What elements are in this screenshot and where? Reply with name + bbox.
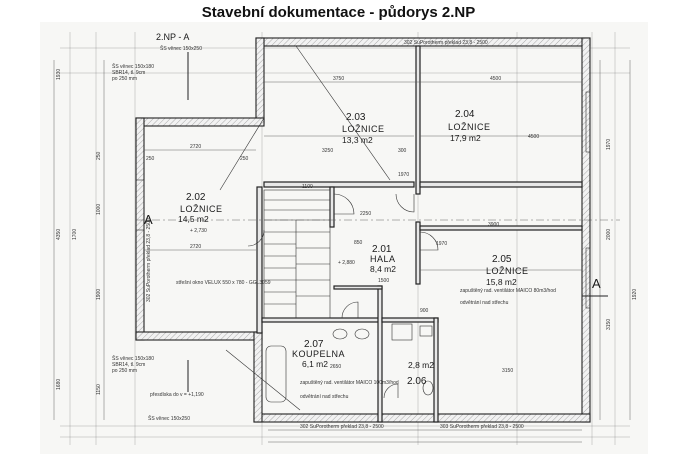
section-mark-right: A [592, 276, 601, 291]
svg-text:1150: 1150 [96, 384, 102, 395]
svg-text:300: 300 [398, 148, 407, 154]
room-area: 14,5 m2 [178, 214, 209, 224]
svg-text:3150: 3150 [606, 319, 612, 330]
bathroom-fixtures [265, 323, 434, 403]
section-line [136, 52, 620, 392]
section-mark-left: A [144, 212, 153, 227]
svg-text:zapuštěný rad. ventilátor MAIC: zapuštěný rad. ventilátor MAICO 100m3/ho… [300, 380, 399, 386]
svg-text:SBR14, tl. 9cm: SBR14, tl. 9cm [112, 70, 145, 76]
page-title: Stavební dokumentace - půdorys 2.NP [201, 4, 476, 21]
dimension-lines [53, 60, 631, 443]
svg-text:3750: 3750 [333, 76, 344, 82]
room-2-03: 2.03 LOŽNICE 13,3 m2 [342, 112, 385, 145]
svg-text:250: 250 [240, 156, 249, 162]
svg-text:1970: 1970 [606, 139, 612, 150]
svg-text:302 SuPorotherm překlad 23,8 -: 302 SuPorotherm překlad 23,8 - 2500 [300, 424, 384, 430]
door-swings [247, 193, 439, 399]
room-level: + 2,730 [190, 228, 207, 234]
room-number: 2.01 [372, 244, 392, 255]
windows [135, 91, 591, 309]
svg-text:odvětrání nad střechu: odvětrání nad střechu [300, 394, 349, 400]
room-number: 2.07 [304, 339, 324, 350]
room-name: KOUPELNA [292, 349, 345, 359]
room-level: + 2,880 [338, 260, 355, 266]
dimension-labels: 3750 4500 2720 2720 250 250 3250 300 197… [56, 69, 638, 395]
svg-text:zapuštěný rad. ventilátor MAIC: zapuštěný rad. ventilátor MAICO 80m3/hod [460, 288, 556, 294]
room-number: 2.03 [346, 112, 366, 123]
svg-text:střešní okno VELUX 550 x 780 -: střešní okno VELUX 550 x 780 - GGL3059 [176, 280, 271, 286]
roof-outline-lines [219, 45, 391, 411]
drawing-sheet [40, 22, 648, 454]
svg-text:1920: 1920 [632, 289, 638, 300]
svg-text:ŠS věnec 150x180: ŠS věnec 150x180 [112, 355, 154, 362]
svg-text:302 SuPorotherm překlad 23,8 -: 302 SuPorotherm překlad 23,8 - 2500 [146, 218, 152, 302]
svg-text:1970: 1970 [436, 241, 447, 247]
room-2-06: 2,8 m2 2.06 [407, 360, 434, 387]
room-number: 2.02 [186, 192, 206, 203]
construction-notes: ŠS věnec 150x250 ŠS věnec 150x180 SBR14,… [112, 40, 556, 430]
room-2-05: 2.05 LOŽNICE 15,8 m2 [486, 254, 529, 287]
svg-text:302 SuPorotherm překlad 23,8 -: 302 SuPorotherm překlad 23,8 - 2500 [404, 40, 488, 46]
svg-text:přesdíska do v = +1,190: přesdíska do v = +1,190 [150, 392, 204, 398]
room-2-07: 2.07 KOUPELNA 6,1 m2 [292, 339, 345, 369]
svg-text:900: 900 [420, 308, 429, 314]
room-name: LOŽNICE [342, 124, 385, 134]
svg-text:1100: 1100 [302, 184, 313, 190]
svg-text:250: 250 [146, 156, 155, 162]
svg-text:4500: 4500 [528, 134, 539, 140]
room-2-04: 2.04 LOŽNICE 17,9 m2 [448, 109, 491, 143]
svg-text:2650: 2650 [330, 364, 341, 370]
svg-text:ŠS věnec 150x180: ŠS věnec 150x180 [112, 63, 154, 70]
svg-text:850: 850 [354, 240, 363, 246]
svg-text:1900: 1900 [96, 289, 102, 300]
svg-text:2000: 2000 [606, 229, 612, 240]
section-header: 2.NP - A [156, 32, 189, 42]
room-name: LOŽNICE [180, 204, 223, 214]
svg-text:2720: 2720 [190, 244, 201, 250]
svg-text:ŠS věnec 150x250: ŠS věnec 150x250 [160, 45, 202, 52]
room-number: 2.06 [407, 376, 427, 387]
room-area: 13,3 m2 [342, 135, 373, 145]
room-area: 15,8 m2 [486, 277, 517, 287]
room-area: 2,8 m2 [408, 360, 434, 370]
svg-text:3900: 3900 [488, 222, 499, 228]
room-name: LOŽNICE [448, 122, 491, 132]
room-area: 6,1 m2 [302, 359, 328, 369]
svg-text:ŠS věnec 150x250: ŠS věnec 150x250 [148, 415, 190, 422]
room-area: 17,9 m2 [450, 133, 481, 143]
svg-text:2720: 2720 [190, 144, 201, 150]
svg-text:1000: 1000 [96, 204, 102, 215]
room-2-02: 2.02 LOŽNICE 14,5 m2 + 2,730 [178, 192, 223, 234]
svg-text:4350: 4350 [56, 229, 62, 240]
svg-text:2250: 2250 [360, 211, 371, 217]
svg-text:303 SuPorotherm překlad 23,8 -: 303 SuPorotherm překlad 23,8 - 2500 [440, 424, 524, 430]
svg-text:1700: 1700 [72, 229, 78, 240]
room-area: 8,4 m2 [370, 264, 396, 274]
svg-text:1680: 1680 [56, 379, 62, 390]
room-number: 2.05 [492, 254, 512, 265]
svg-text:3250: 3250 [322, 148, 333, 154]
interior-walls [256, 45, 583, 423]
svg-text:odvětrání nad střechu: odvětrání nad střechu [460, 300, 509, 306]
room-2-01: 2.01 HALA 8,4 m2 + 2,880 [338, 244, 396, 274]
svg-text:po 250 mm: po 250 mm [112, 368, 137, 374]
svg-text:1930: 1930 [56, 69, 62, 80]
svg-text:250: 250 [96, 151, 102, 160]
svg-text:4500: 4500 [490, 76, 501, 82]
room-number: 2.04 [455, 109, 475, 120]
svg-text:1500: 1500 [378, 278, 389, 284]
room-name: LOŽNICE [486, 266, 529, 276]
svg-text:po 250 mm: po 250 mm [112, 76, 137, 82]
svg-text:SBR14, tl. 9cm: SBR14, tl. 9cm [112, 362, 145, 368]
svg-text:3150: 3150 [502, 368, 513, 374]
room-name: HALA [370, 254, 396, 264]
svg-text:1970: 1970 [398, 172, 409, 178]
